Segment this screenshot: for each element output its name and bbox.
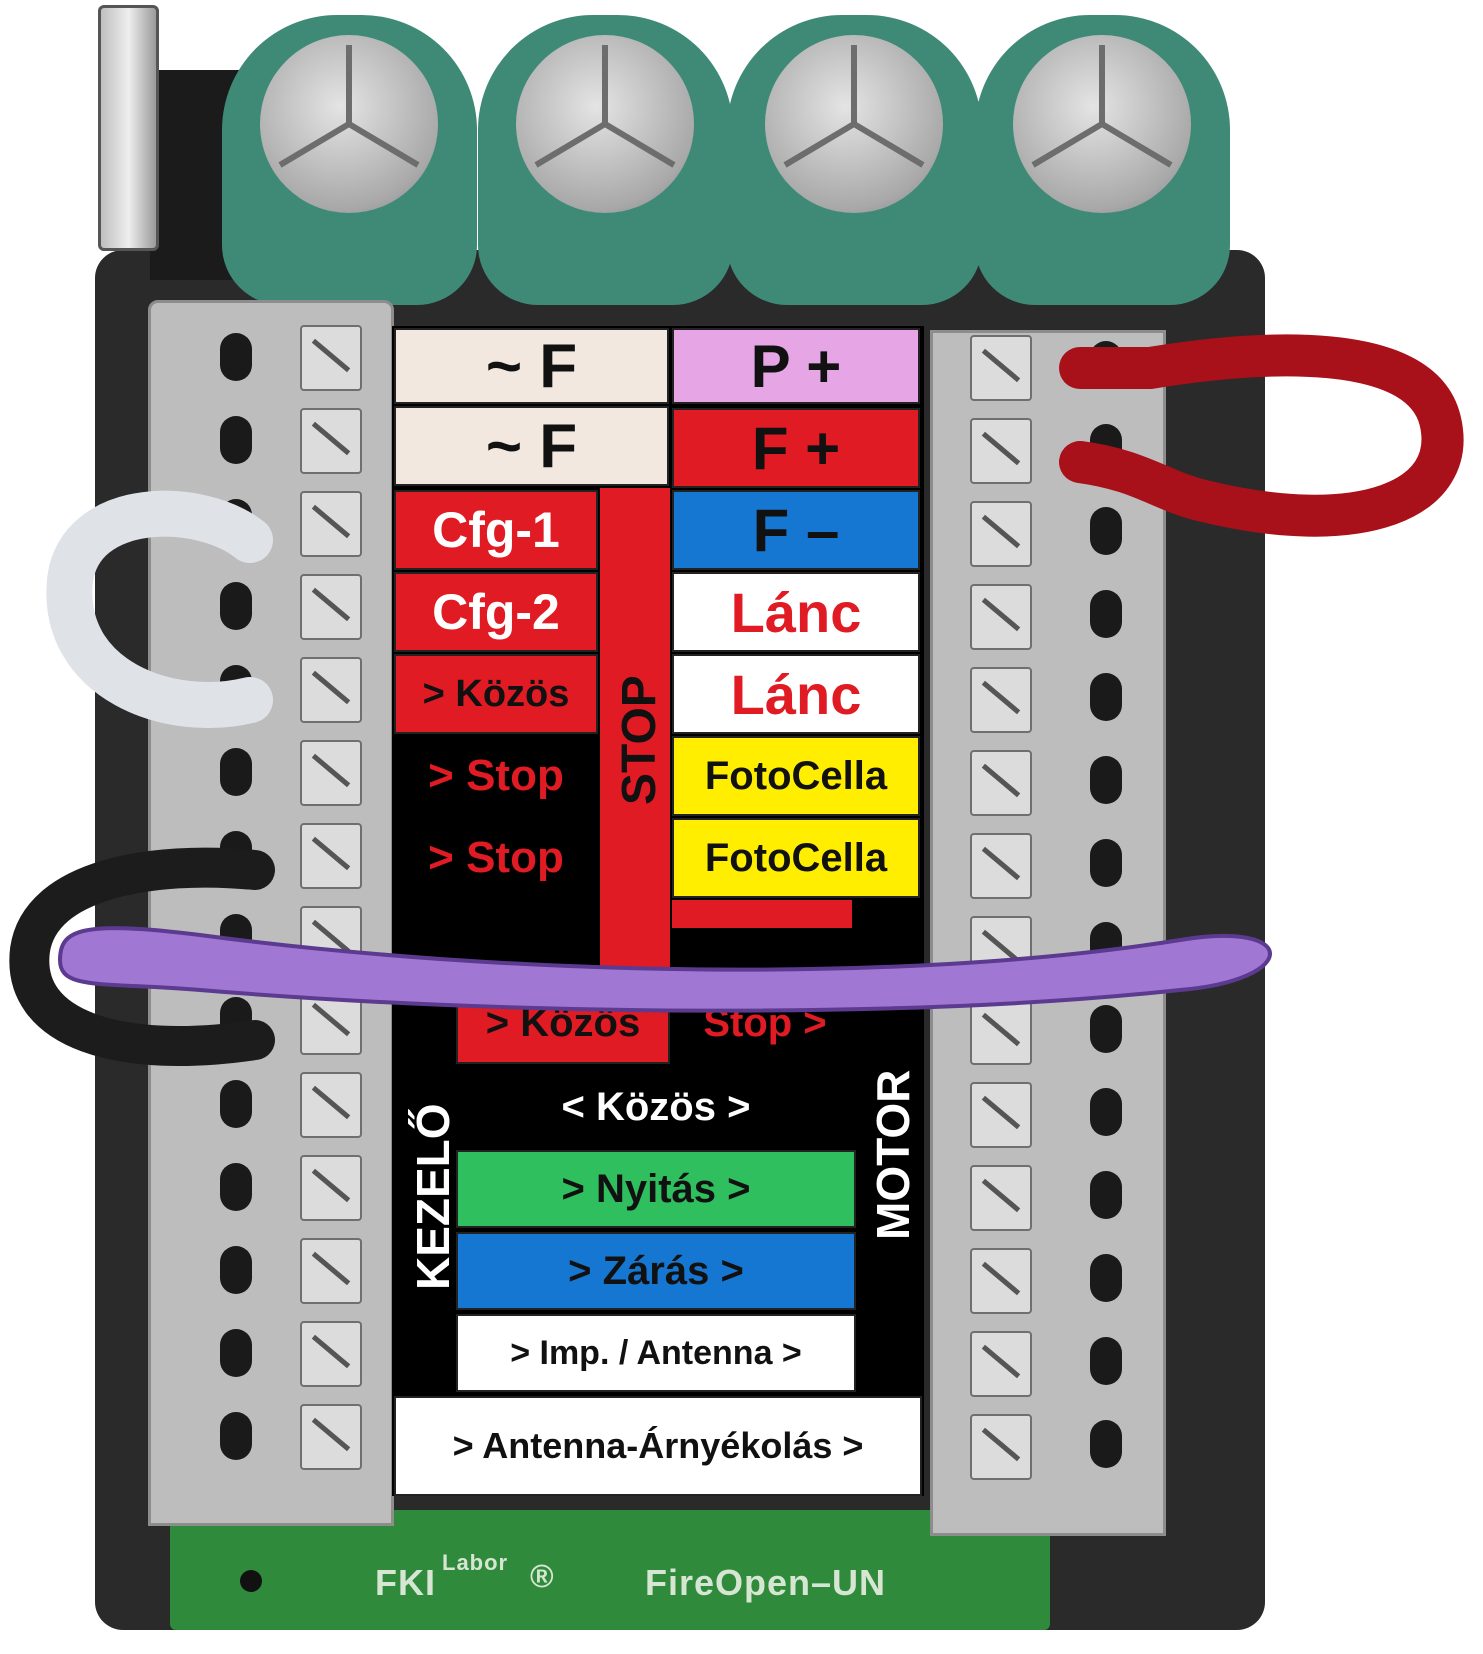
terminal-lever bbox=[300, 657, 362, 723]
terminal-port bbox=[220, 831, 252, 879]
pcb-brand: FKI bbox=[375, 1562, 436, 1603]
terminal-lever bbox=[970, 750, 1032, 816]
terminal-port bbox=[220, 748, 252, 796]
pcb-brand-sup: Labor bbox=[442, 1550, 509, 1575]
label-cfg-1: Cfg-1 bbox=[394, 490, 598, 570]
label-stop-vertical: STOP bbox=[613, 675, 666, 805]
pcb-registered: ® bbox=[530, 1558, 555, 1594]
label-zaras: > Zárás > bbox=[456, 1232, 856, 1310]
label-fotocella-1: FotoCella bbox=[672, 736, 920, 816]
terminal-port bbox=[220, 499, 252, 547]
terminal-lever bbox=[300, 1404, 362, 1470]
terminal-port bbox=[220, 333, 252, 381]
terminal-lever bbox=[300, 740, 362, 806]
label-nyitas: > Nyitás > bbox=[456, 1150, 856, 1228]
terminal-lever bbox=[300, 491, 362, 557]
label-stop-1: > Stop bbox=[394, 736, 598, 816]
terminal-lever bbox=[300, 408, 362, 474]
terminal-lever bbox=[970, 1165, 1032, 1231]
capacitor bbox=[478, 15, 733, 305]
mount-hole bbox=[240, 1570, 262, 1592]
terminal-port bbox=[1090, 1088, 1122, 1136]
terminal-port bbox=[220, 665, 252, 713]
terminal-lever bbox=[300, 574, 362, 640]
label-hidden-strip bbox=[672, 900, 852, 928]
label-f-plus: F + bbox=[672, 408, 920, 488]
terminal-port bbox=[220, 416, 252, 464]
terminal-port bbox=[220, 1329, 252, 1377]
regulator-heatsink bbox=[98, 5, 159, 251]
terminal-port bbox=[1090, 756, 1122, 804]
terminal-lever bbox=[970, 501, 1032, 567]
pcb-model: FireOpen–UN bbox=[645, 1562, 887, 1603]
terminal-lever bbox=[970, 418, 1032, 484]
terminal-port bbox=[1090, 341, 1122, 389]
capacitor bbox=[222, 15, 477, 305]
label-cfg-2: Cfg-2 bbox=[394, 572, 598, 652]
label-kozos-stop: > Közös bbox=[394, 654, 598, 734]
label-stop-arrow: Stop > bbox=[672, 982, 858, 1064]
terminal-lever bbox=[300, 1072, 362, 1138]
terminal-port bbox=[1090, 1337, 1122, 1385]
terminal-lever bbox=[970, 999, 1032, 1065]
terminal-lever bbox=[970, 1331, 1032, 1397]
capacitor bbox=[727, 15, 982, 305]
terminal-port bbox=[220, 1163, 252, 1211]
terminal-lever bbox=[300, 1155, 362, 1221]
label-kozos-red: > Közös bbox=[456, 982, 670, 1064]
terminal-port bbox=[220, 1080, 252, 1128]
label-antenna-arnyekolas: > Antenna-Árnyékolás > bbox=[394, 1396, 922, 1496]
terminal-port bbox=[1090, 1254, 1122, 1302]
stop-panel bbox=[600, 488, 670, 976]
label-f-ac-2: ~ F bbox=[394, 406, 669, 486]
label-lanc-1: Lánc bbox=[672, 572, 920, 652]
terminal-port bbox=[1090, 507, 1122, 555]
terminal-port bbox=[220, 1412, 252, 1460]
label-fotocella-2: FotoCella bbox=[672, 818, 920, 898]
terminal-port bbox=[1090, 673, 1122, 721]
terminal-lever bbox=[300, 1321, 362, 1387]
terminal-lever bbox=[970, 584, 1032, 650]
terminal-port bbox=[1090, 1171, 1122, 1219]
label-f-minus: F – bbox=[672, 490, 920, 570]
terminal-block-right bbox=[930, 330, 1166, 1536]
label-lanc-2: Lánc bbox=[672, 654, 920, 734]
label-kozos-both: < Közös > bbox=[456, 1068, 856, 1146]
label-imp-antenna: > Imp. / Antenna > bbox=[456, 1314, 856, 1392]
label-f-ac-1: ~ F bbox=[394, 328, 669, 404]
label-p-plus: P + bbox=[672, 328, 920, 404]
terminal-lever bbox=[970, 667, 1032, 733]
label-stop-2: > Stop bbox=[394, 818, 598, 898]
label-kezelo-vertical: KEZELŐ bbox=[407, 1103, 459, 1290]
terminal-port bbox=[220, 1246, 252, 1294]
terminal-lever bbox=[300, 989, 362, 1055]
terminal-port bbox=[1090, 1420, 1122, 1468]
terminal-port bbox=[1090, 590, 1122, 638]
terminal-lever bbox=[300, 1238, 362, 1304]
terminal-port bbox=[220, 997, 252, 1045]
terminal-lever bbox=[970, 335, 1032, 401]
terminal-lever bbox=[970, 833, 1032, 899]
terminal-port bbox=[220, 582, 252, 630]
capacitor bbox=[975, 15, 1230, 305]
terminal-port bbox=[220, 914, 252, 962]
terminal-lever bbox=[300, 823, 362, 889]
terminal-port bbox=[1090, 839, 1122, 887]
terminal-port bbox=[1090, 424, 1122, 472]
pcb: FKI Labor ® FireOpen–UN bbox=[170, 1510, 1050, 1630]
terminal-lever bbox=[970, 1082, 1032, 1148]
label-motor-vertical: MOTOR bbox=[867, 1069, 919, 1240]
terminal-lever bbox=[970, 1414, 1032, 1480]
terminal-port bbox=[1090, 1005, 1122, 1053]
terminal-lever bbox=[300, 325, 362, 391]
terminal-port bbox=[1090, 922, 1122, 970]
terminal-lever bbox=[300, 906, 362, 972]
terminal-lever bbox=[970, 916, 1032, 982]
terminal-lever bbox=[970, 1248, 1032, 1314]
